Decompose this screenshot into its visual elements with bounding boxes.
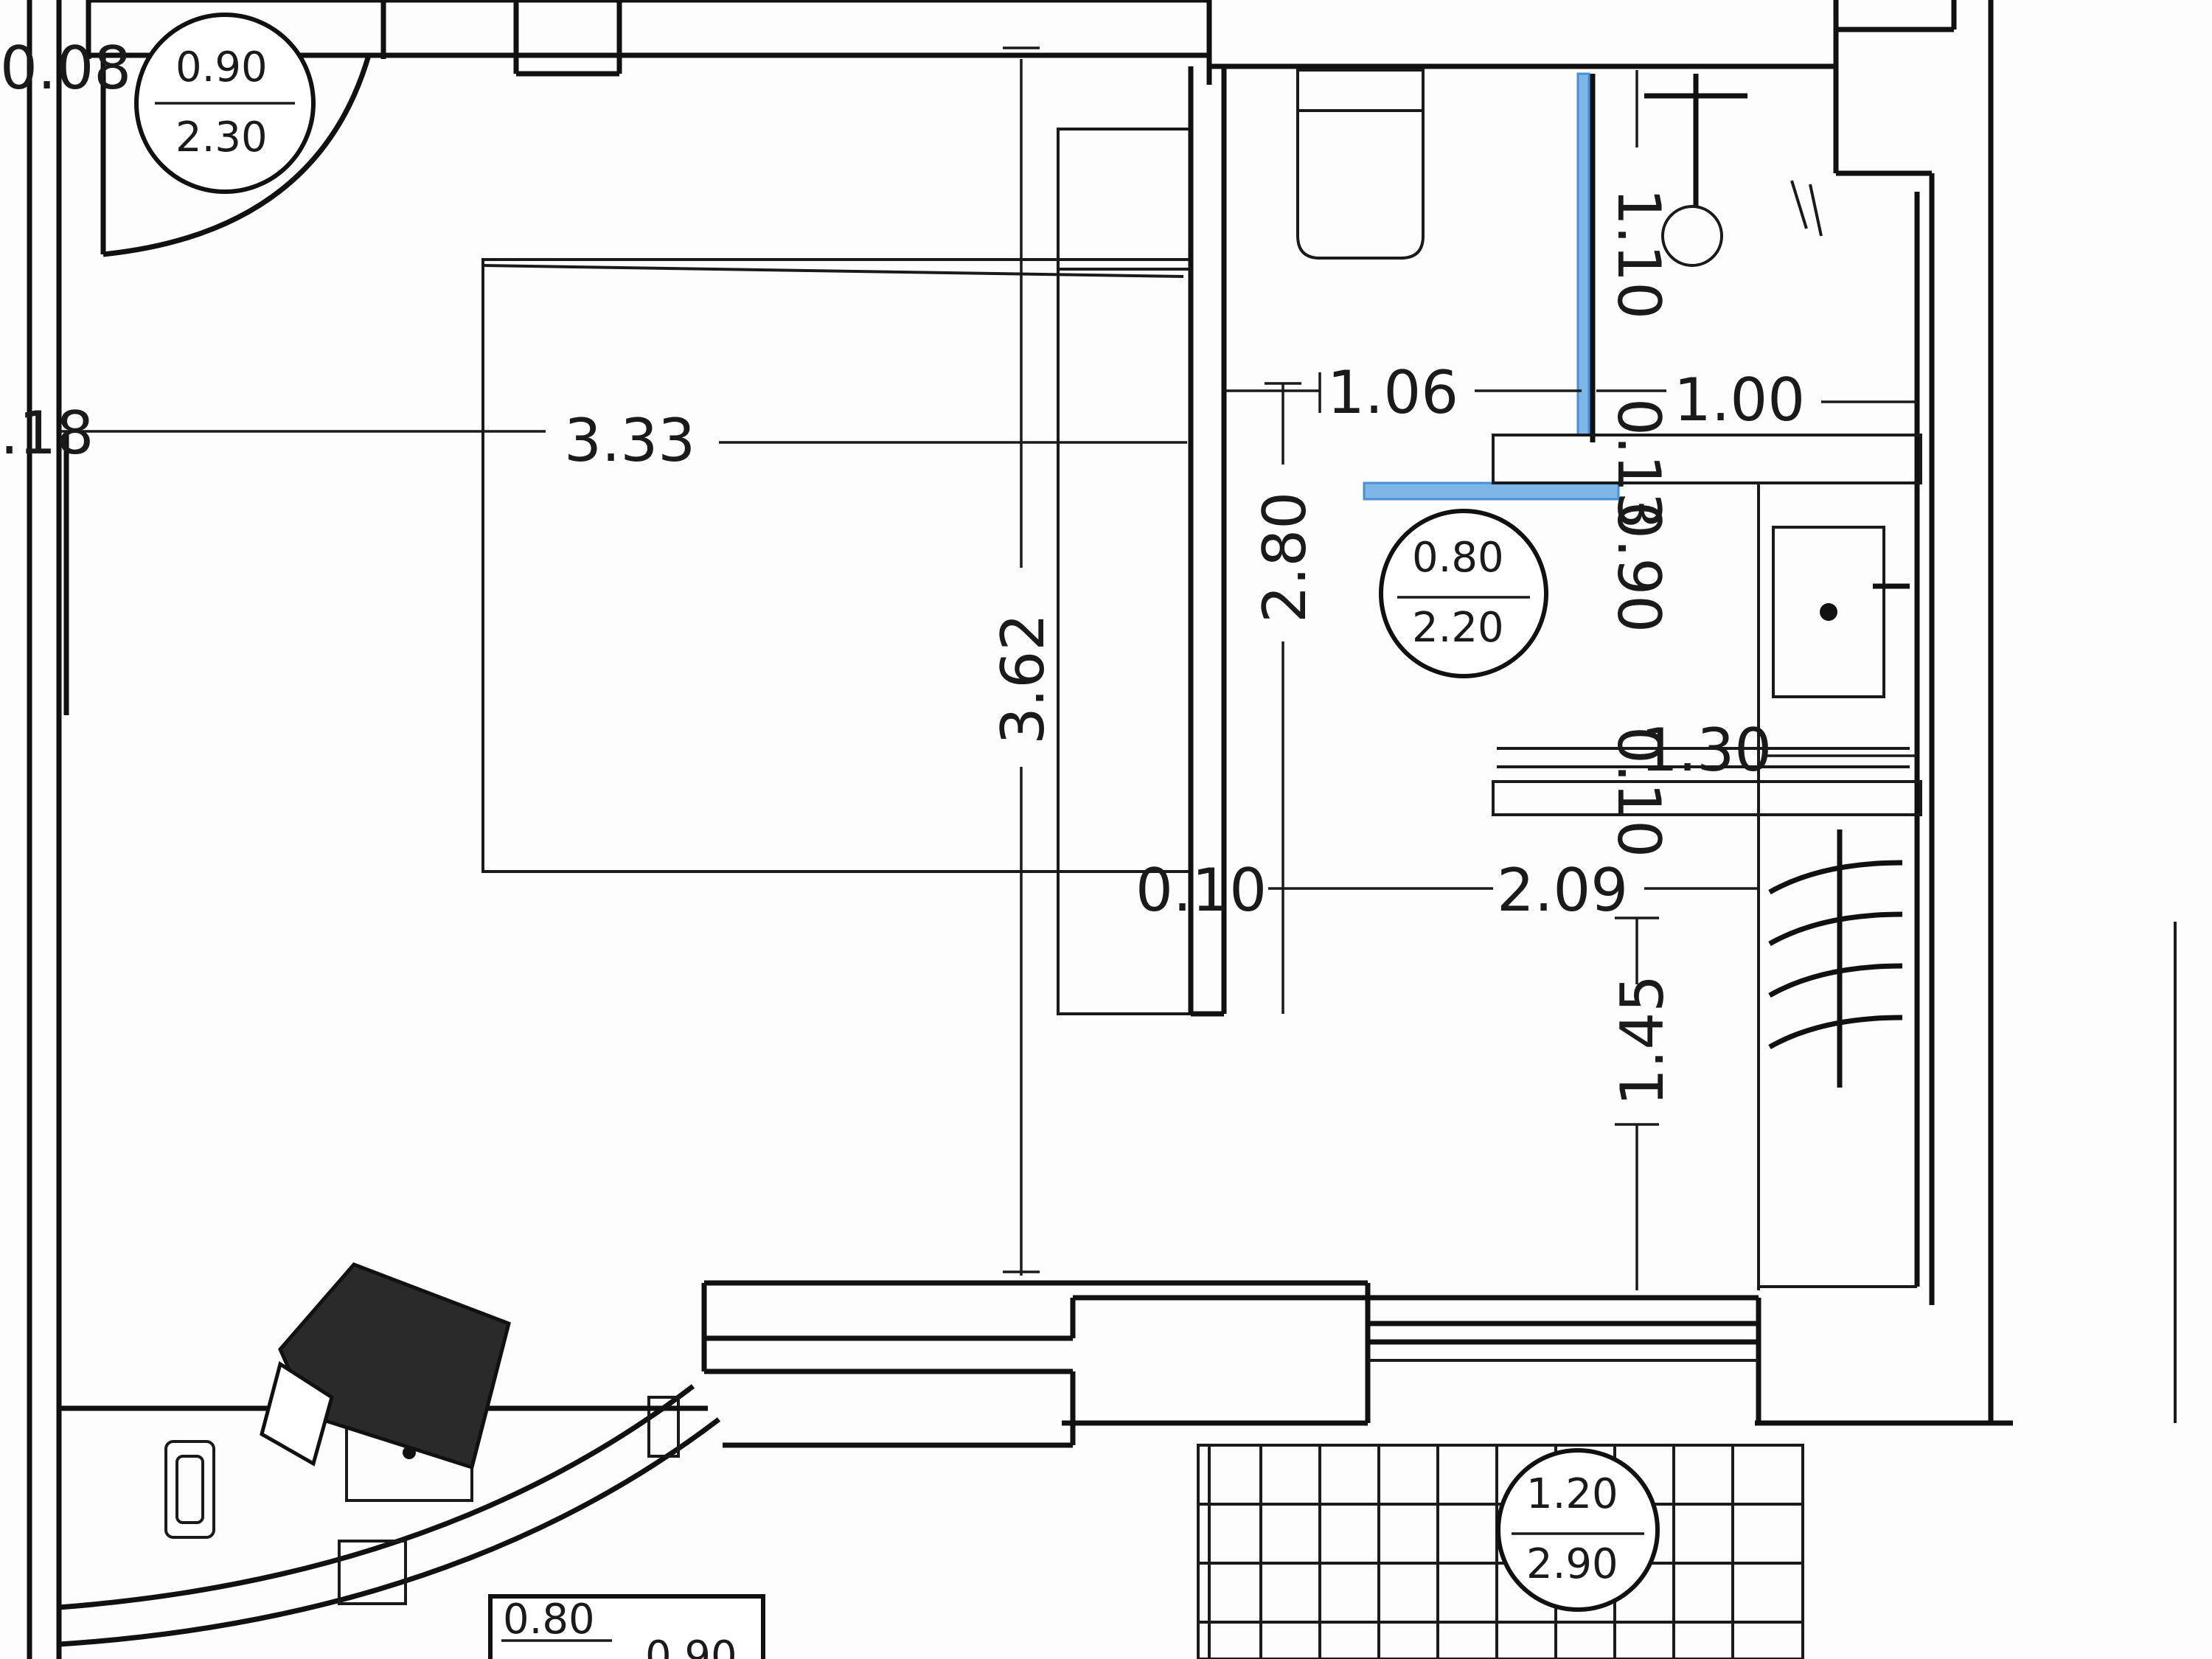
door-tag-bath-height: 2.20 (1412, 604, 1504, 652)
shelf-lower (1492, 747, 1922, 816)
door-tag-bath-width: 0.80 (1412, 534, 1504, 582)
door-tag-balcony-height: 2.90 (1526, 1540, 1618, 1588)
dim-closet-length: 2.09 (1497, 856, 1628, 925)
window-tag-desk: 0.80 0.90 (488, 1594, 765, 1659)
wardrobe-hangers (1759, 830, 1917, 1288)
shower (1644, 74, 1823, 267)
door-tag-entry-height: 2.30 (175, 114, 268, 161)
dim-wardrobe-length: 1.45 (1608, 975, 1677, 1106)
shower-glass-vertical (1576, 72, 1596, 442)
door-tag-bath: 0.80 2.20 (1379, 509, 1548, 678)
dim-bath-width-b: 1.00 (1674, 366, 1805, 434)
dim-partition-b: 0.10 (1604, 726, 1673, 858)
sink (1772, 526, 1910, 698)
shelf-upper (1492, 434, 1922, 1290)
hall-partitions (1188, 66, 1227, 1017)
dimension-lines (59, 46, 1917, 1290)
dim-bath-width-a: 1.06 (1327, 358, 1458, 427)
toilet (1296, 69, 1425, 260)
dim-partition-a: 0.10 (1135, 856, 1267, 925)
front-wall (701, 1280, 1991, 1448)
dimension-labels: 3.33 3.62 2.80 1.06 1.00 2.09 0.10 1.30 … (0, 34, 1805, 1106)
dim-niche-width: 1.30 (1641, 716, 1772, 785)
shower-glass-horizontal (1363, 481, 1620, 501)
dim-bedroom-width: 3.33 (564, 406, 695, 475)
bed (481, 258, 1192, 873)
door-tag-balcony-width: 1.20 (1526, 1470, 1618, 1518)
door-tag-balcony: 1.20 2.90 (1496, 1448, 1660, 1612)
curved-window (58, 1384, 721, 1647)
dim-left-cut: .18 (0, 399, 94, 467)
door-arc (100, 55, 372, 257)
dim-hall-length: 2.80 (1251, 492, 1319, 623)
dim-shower-length: 1.10 (1604, 188, 1673, 319)
door-tag-entry: 0.90 2.30 (134, 13, 316, 194)
chair (260, 1262, 511, 1470)
dim-partition-c: 0.13 (1604, 398, 1673, 529)
dim-bedroom-depth: 3.62 (989, 613, 1057, 745)
dim-top-cut: 0.08 (0, 34, 131, 102)
door-tag-entry-width: 0.90 (175, 44, 268, 91)
dim-niche-depth: 0.90 (1604, 501, 1673, 633)
window-tag-desk-width: 0.80 (503, 1596, 595, 1644)
window-tag-desk-height: 0.90 (645, 1632, 737, 1659)
